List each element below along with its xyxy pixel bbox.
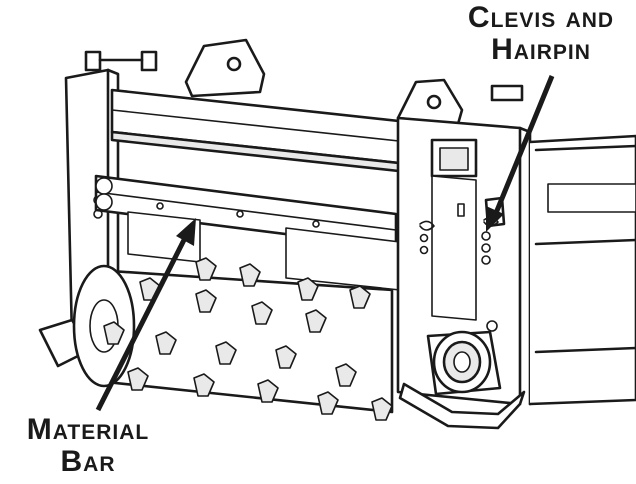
lift-brackets xyxy=(184,38,464,126)
callout-material-bar: Material Bar xyxy=(0,414,176,477)
tooth-drum xyxy=(72,257,394,421)
material-arrowhead xyxy=(176,218,196,246)
clevis-arrow-shaft xyxy=(491,75,555,219)
drum-teeth xyxy=(103,257,393,421)
callout-clevis-line2: Hairpin xyxy=(491,32,591,66)
back-panels xyxy=(127,211,401,291)
callout-clevis-and-hairpin: Clevis and Hairpin xyxy=(446,2,636,65)
callout-material-line1: Material xyxy=(26,413,150,446)
callout-arrows xyxy=(95,75,555,412)
upper-beam xyxy=(110,88,410,174)
mount-plate xyxy=(490,84,636,406)
material-arrow-shaft xyxy=(95,234,189,412)
clevis-arrowhead xyxy=(486,206,504,232)
right-side-plate xyxy=(396,116,532,430)
callout-clevis-line1: Clevis and xyxy=(467,1,615,34)
callout-material-line2: Bar xyxy=(60,444,116,478)
